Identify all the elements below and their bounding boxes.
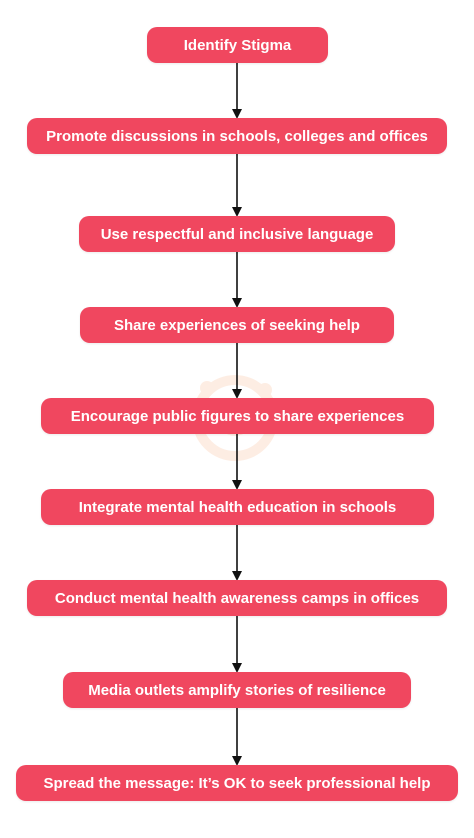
flow-step-media-outlets: Media outlets amplify stories of resilie… [63,672,411,708]
flow-step-respectful-language: Use respectful and inclusive language [79,216,395,252]
flow-step-awareness-camps: Conduct mental health awareness camps in… [27,580,447,616]
flow-step-share-experiences: Share experiences of seeking help [80,307,394,343]
flow-step-promote-discussions: Promote discussions in schools, colleges… [27,118,447,154]
flow-step-mental-health-education: Integrate mental health education in sch… [41,489,434,525]
flow-step-identify-stigma: Identify Stigma [147,27,328,63]
flow-step-spread-message: Spread the message: It’s OK to seek prof… [16,765,458,801]
flow-step-public-figures: Encourage public figures to share experi… [41,398,434,434]
